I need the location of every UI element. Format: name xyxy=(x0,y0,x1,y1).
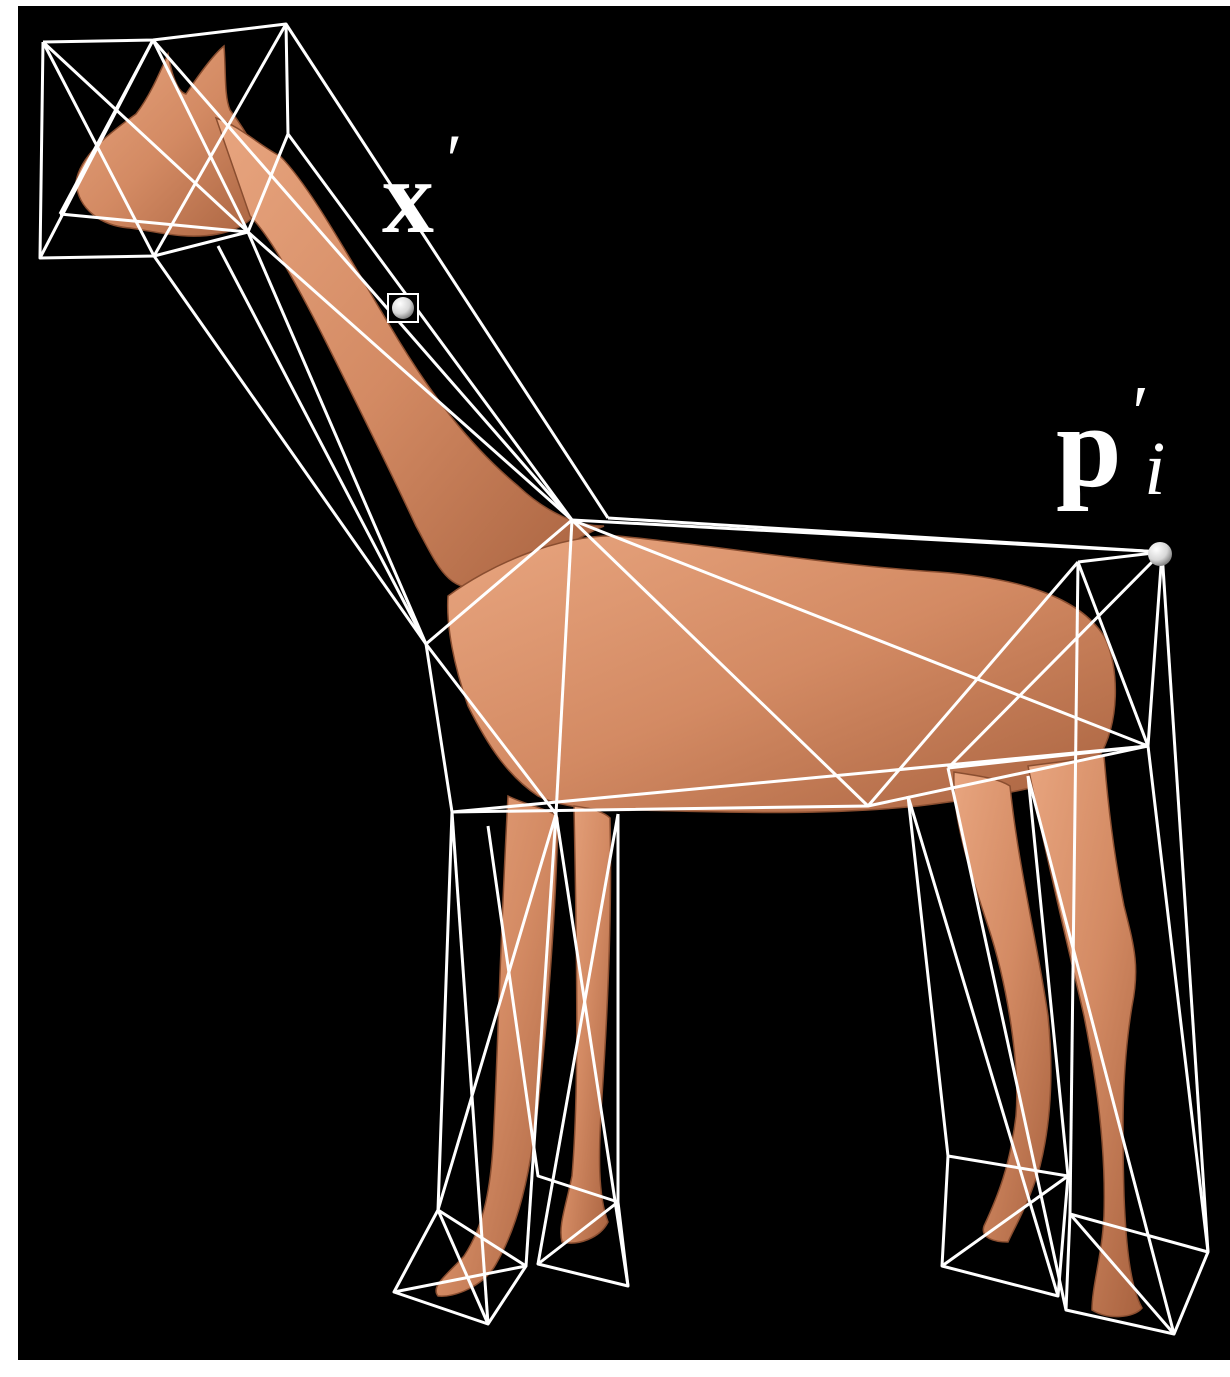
figure-panel: x′ p′i xyxy=(18,6,1230,1360)
point-p-marker xyxy=(1148,542,1172,566)
giraffe-cage-scene xyxy=(18,6,1230,1360)
point-x-marker xyxy=(388,294,418,322)
label-p-prime-i: p′i xyxy=(1056,388,1165,506)
giraffe-body xyxy=(448,536,1116,813)
giraffe-front-leg-right xyxy=(561,806,611,1243)
label-x-prime: x′ xyxy=(382,146,458,250)
